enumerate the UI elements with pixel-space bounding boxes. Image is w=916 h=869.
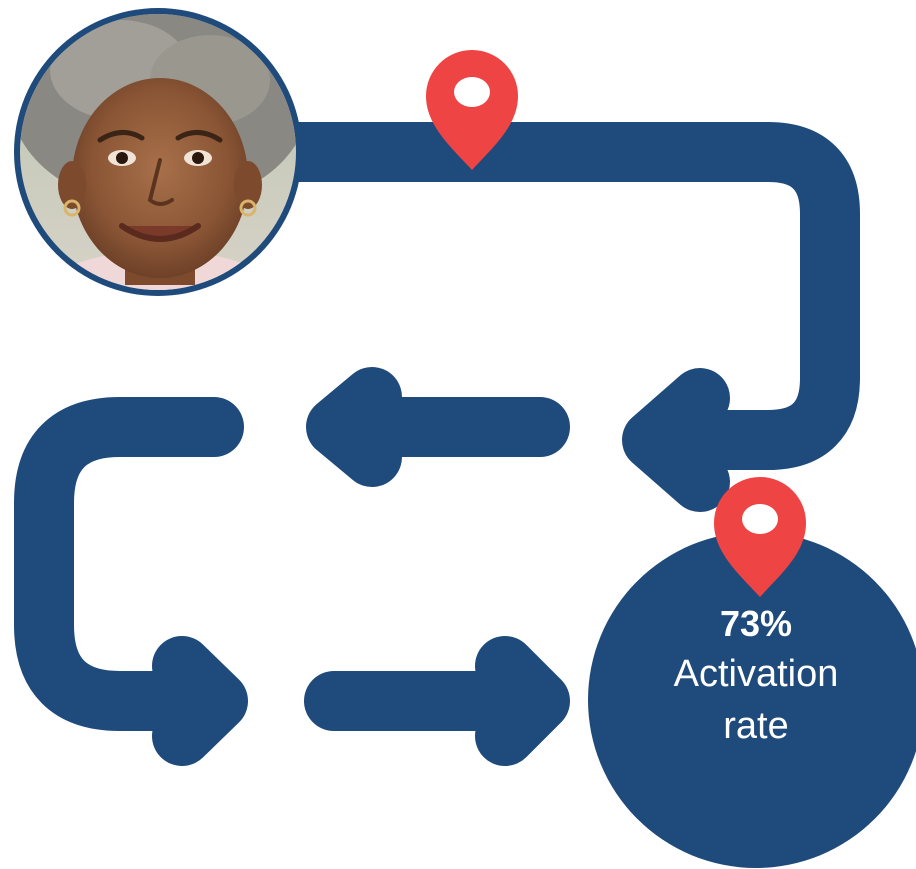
journey-path-top [240, 122, 860, 470]
location-pin-icon [714, 477, 806, 597]
arrow-left-head-1 [622, 368, 730, 512]
smiling-woman-portrait [20, 14, 296, 290]
journey-path-left-hook [14, 397, 244, 731]
arrow-right-head-1 [152, 636, 248, 766]
arrow-right-bottom [304, 636, 570, 766]
arrow-left-middle [306, 367, 570, 487]
location-pin-icon [426, 50, 518, 170]
activation-circle [588, 532, 916, 868]
avatar [14, 8, 302, 296]
